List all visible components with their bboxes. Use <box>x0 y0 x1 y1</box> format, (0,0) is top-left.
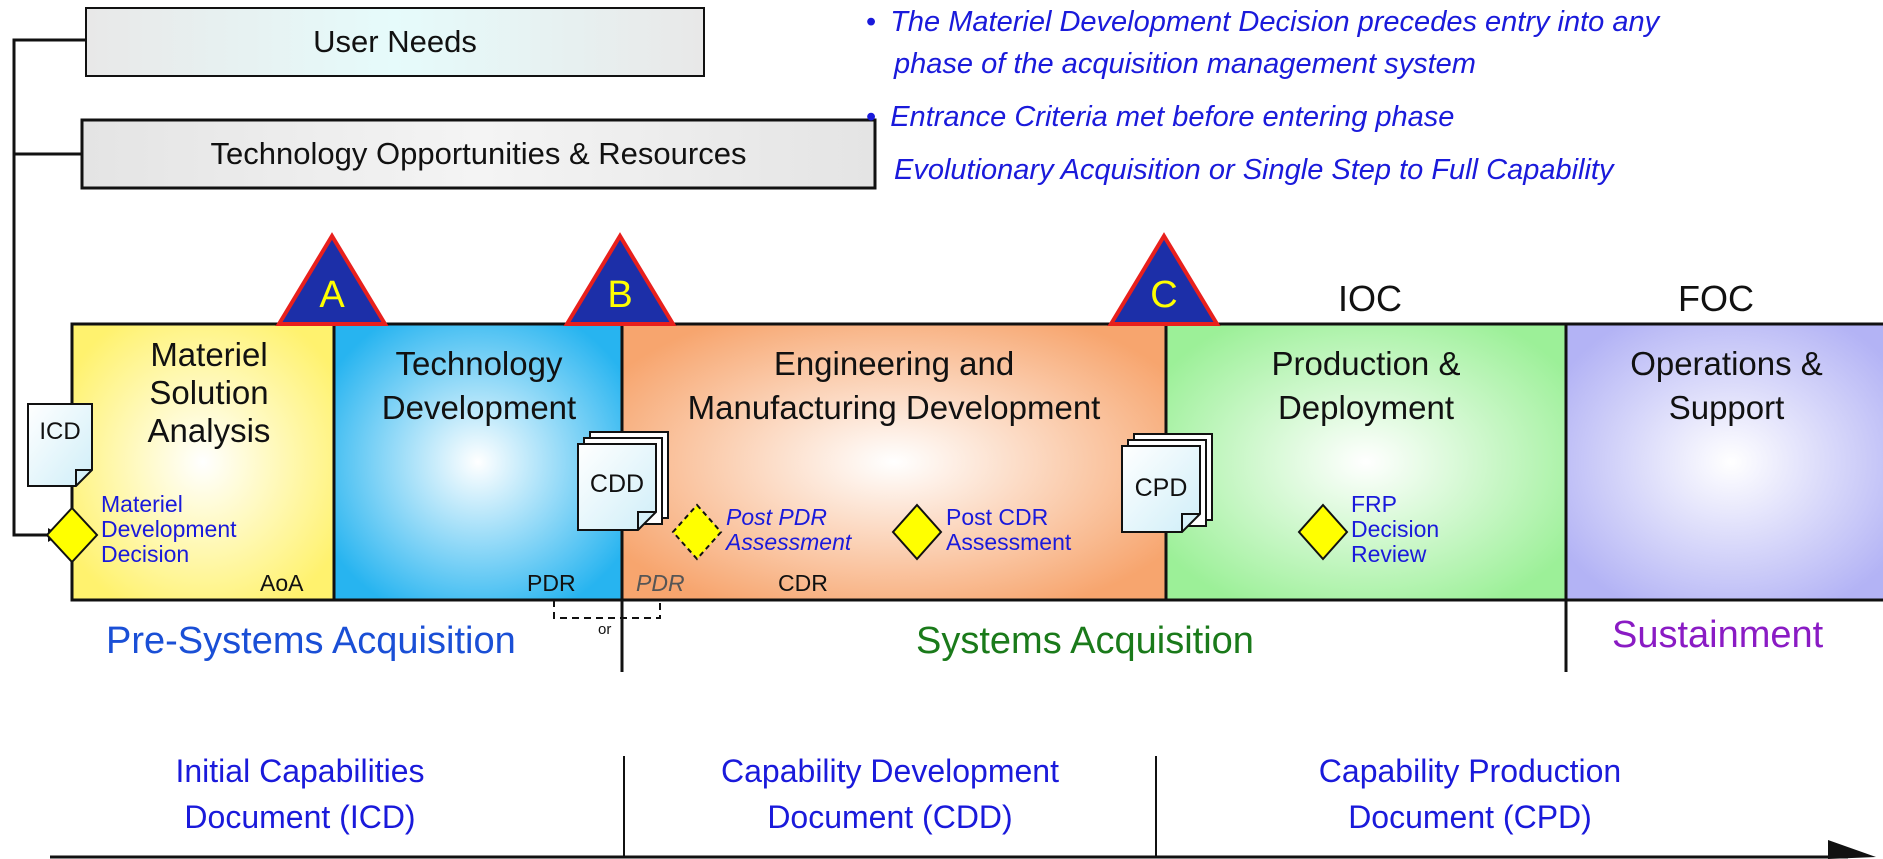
capability-cpd-line1: Capability Production <box>1318 753 1622 789</box>
bullet-1-line2: phase of the acquisition management syst… <box>894 48 1476 80</box>
post-cdr-line1: Post CDR <box>946 504 1049 530</box>
frp-line3: Review <box>1351 541 1427 567</box>
pdr-label: PDR <box>527 570 576 596</box>
bullet-2: • Entrance Criteria met before entering … <box>866 97 1454 137</box>
user-needs-label: User Needs <box>313 24 477 59</box>
pdr-or-bracket <box>553 600 661 619</box>
milestone-a-label: A <box>319 274 345 316</box>
mdd-line1: Materiel <box>101 491 183 517</box>
bullet-glyph: • <box>866 6 877 38</box>
phase-os-box <box>1564 322 1883 602</box>
frp-diamond <box>1297 503 1349 561</box>
capability-doc-icd: Initial Capabilities Document (ICD) <box>100 748 500 840</box>
frp-label: FRP Decision Review <box>1351 492 1471 567</box>
cpd-document-icon <box>1121 433 1213 533</box>
mdd-line3: Decision <box>101 541 190 567</box>
phase-os-title: Operations & Support <box>1570 342 1883 430</box>
post-pdr-line1: Post PDR <box>726 504 827 530</box>
phase-emd-line1: Engineering and <box>773 345 1015 382</box>
phase-td-box <box>332 322 624 602</box>
capability-icd-line2: Document (ICD) <box>184 799 416 835</box>
post-pdr-diamond <box>671 503 723 561</box>
ioc-label: IOC <box>1337 278 1402 319</box>
phase-msa-title: Materiel Solution Analysis <box>100 336 318 450</box>
cdd-doc-label: CDD <box>589 470 645 498</box>
phase-pd-line2: Deployment <box>1277 389 1455 426</box>
or-label: or <box>598 621 612 638</box>
phase-msa-box <box>70 322 336 602</box>
phase-os-line2: Support <box>1668 389 1785 426</box>
phase-td-title: Technology Development <box>340 342 618 430</box>
cpd-doc-label: CPD <box>1134 474 1188 502</box>
icd-document-icon <box>27 403 93 487</box>
phase-msa-line3: Analysis <box>147 412 271 449</box>
mdd-label: Materiel Development Decision <box>101 492 301 567</box>
bullet-glyph: • <box>866 101 877 133</box>
phase-pd-line1: Production & <box>1271 345 1461 382</box>
pre-systems-acquisition-label: Pre-Systems Acquisition <box>106 620 516 662</box>
frp-line2: Decision <box>1351 516 1440 542</box>
bullet-2-text: Entrance Criteria met before entering ph… <box>890 101 1455 133</box>
phase-emd-box <box>620 322 1168 602</box>
mdd-line2: Development <box>101 516 237 542</box>
tech-opportunities-box <box>80 118 877 190</box>
post-pdr-line2: Assessment <box>726 529 852 555</box>
capability-cdd-line1: Capability Development <box>721 753 1059 789</box>
mdd-diamond <box>45 506 99 564</box>
phase-msa-line2: Solution <box>149 374 269 411</box>
timeline-arrowhead <box>1828 840 1876 859</box>
phase-pd-box <box>1164 322 1568 602</box>
phase-os-line1: Operations & <box>1630 345 1823 382</box>
systems-acquisition-label: Systems Acquisition <box>916 620 1254 662</box>
phase-emd-title: Engineering and Manufacturing Developmen… <box>626 342 1162 430</box>
phase-td-line2: Development <box>381 389 577 426</box>
phase-pd-title: Production & Deployment <box>1170 342 1562 430</box>
frp-line1: FRP <box>1351 491 1397 517</box>
cdr-label: CDR <box>778 570 828 596</box>
capability-cpd-line2: Document (CPD) <box>1348 799 1592 835</box>
phase-emd-line2: Manufacturing Development <box>687 389 1101 426</box>
user-needs-connector <box>12 38 86 537</box>
user-needs-box <box>85 7 705 77</box>
post-cdr-line2: Assessment <box>946 529 1072 555</box>
capability-icd-line1: Initial Capabilities <box>175 753 425 789</box>
capability-doc-cpd: Capability Production Document (CPD) <box>1240 748 1700 840</box>
milestone-a-triangle <box>275 232 389 326</box>
icd-doc-label: ICD <box>39 418 81 445</box>
post-cdr-diamond <box>891 503 943 561</box>
milestone-b-triangle <box>563 232 677 326</box>
bullet-3-text: Evolutionary Acquisition or Single Step … <box>894 154 1614 186</box>
bullet-1: • The Materiel Development Decision prec… <box>866 2 1659 42</box>
post-pdr-label: Post PDR Assessment <box>726 505 886 555</box>
bullet-1-line1: The Materiel Development Decision preced… <box>890 6 1660 38</box>
capability-cdd-line2: Document (CDD) <box>767 799 1013 835</box>
milestone-c-triangle <box>1107 232 1221 326</box>
phase-td-line1: Technology <box>395 345 563 382</box>
milestone-c-label: C <box>1150 274 1178 316</box>
phase-msa-line1: Materiel <box>150 336 268 373</box>
tech-opportunities-label: Technology Opportunities & Resources <box>210 136 747 171</box>
sustainment-label: Sustainment <box>1612 614 1824 656</box>
foc-label: FOC <box>1678 278 1754 319</box>
aoa-label: AoA <box>260 570 304 596</box>
cdd-document-icon <box>577 431 669 531</box>
pdr-alt-label: PDR <box>636 570 685 596</box>
capability-doc-cdd: Capability Development Document (CDD) <box>660 748 1120 840</box>
post-cdr-label: Post CDR Assessment <box>946 505 1116 555</box>
milestone-b-label: B <box>607 274 633 316</box>
